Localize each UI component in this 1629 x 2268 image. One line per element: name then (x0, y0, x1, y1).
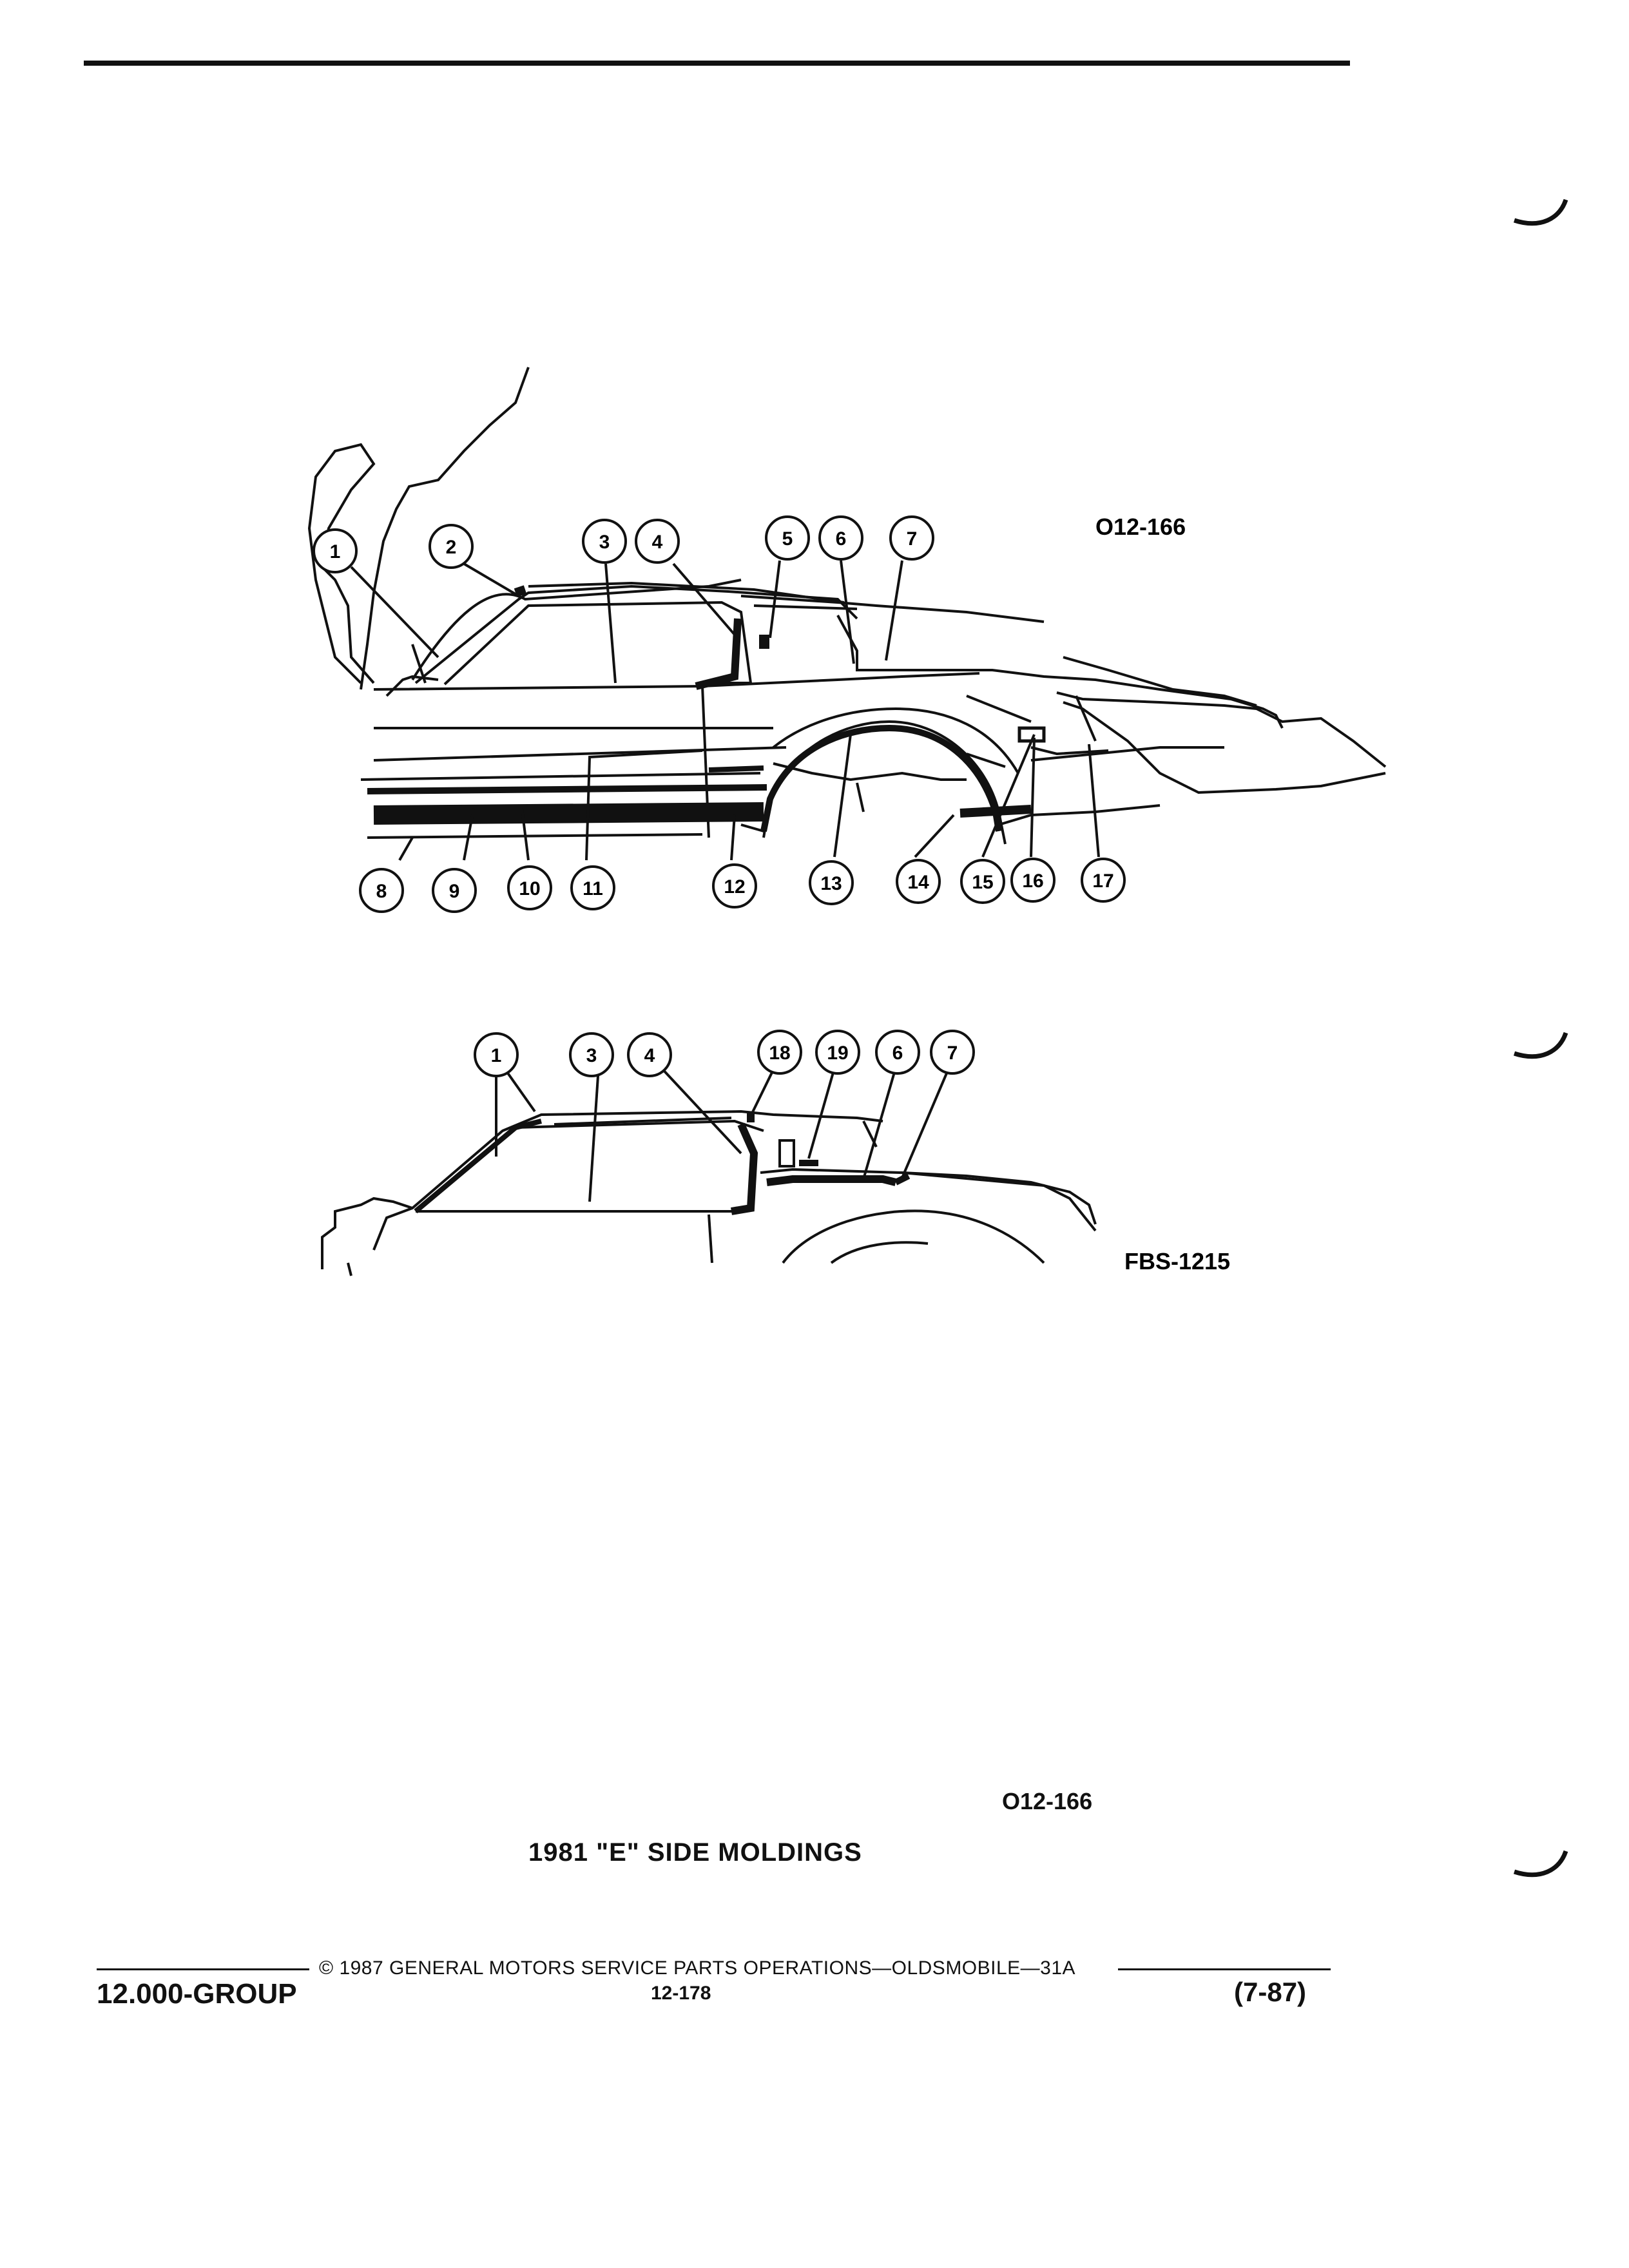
svg-text:19: 19 (827, 1043, 848, 1064)
svg-text:18: 18 (769, 1043, 790, 1064)
svg-text:1: 1 (330, 541, 341, 562)
svg-text:6: 6 (892, 1043, 903, 1064)
bottom-callout-1: 1 (474, 1032, 519, 1077)
bottom-callout-4: 4 (627, 1032, 672, 1077)
figure-caption: 1981 "E" SIDE MOLDINGS (528, 1838, 862, 1867)
bottom-molding-diagram: 1 3 4 18 19 6 7 FBS-1215 (321, 1030, 1230, 1276)
figure-code: O12-166 (1002, 1788, 1093, 1814)
car-body-outline (307, 367, 1387, 845)
top-molding-diagram: 1 2 3 4 5 6 7 8 9 10 11 12 13 14 15 16 1… (307, 367, 1387, 913)
svg-text:3: 3 (586, 1045, 597, 1066)
binder-mark (1513, 1032, 1568, 1059)
callout-12: 12 (712, 863, 757, 908)
callout-5: 5 (765, 515, 810, 561)
svg-text:6: 6 (836, 528, 847, 550)
svg-text:11: 11 (583, 878, 603, 899)
svg-text:4: 4 (652, 532, 663, 553)
bottom-callout-18: 18 (757, 1030, 802, 1075)
callout-1: 1 (313, 528, 358, 573)
callout-9: 9 (432, 868, 477, 913)
svg-text:7: 7 (907, 528, 918, 550)
footer-rule-right (1118, 1968, 1331, 1970)
callout-17: 17 (1081, 858, 1126, 903)
binder-mark (1513, 198, 1568, 226)
bottom-car-outline (321, 1110, 1097, 1276)
svg-text:4: 4 (644, 1045, 655, 1066)
svg-text:3: 3 (599, 532, 610, 553)
svg-text:15: 15 (972, 872, 993, 893)
callout-3: 3 (582, 519, 627, 564)
callout-10: 10 (507, 865, 552, 910)
binder-mark (1513, 1850, 1568, 1878)
svg-text:14: 14 (907, 872, 929, 893)
bottom-callouts: 1 3 4 18 19 6 7 (474, 1030, 975, 1077)
top-diagram-code: O12-166 (1095, 514, 1186, 540)
callout-14: 14 (896, 859, 941, 904)
bottom-molding-strips (414, 1113, 911, 1215)
callout-6: 6 (818, 515, 863, 561)
bottom-diagram-code: FBS-1215 (1124, 1248, 1230, 1274)
bottom-callout-3: 3 (569, 1032, 614, 1077)
page-number: 12-178 (651, 1983, 711, 2004)
svg-text:8: 8 (376, 881, 387, 902)
svg-text:2: 2 (446, 537, 457, 558)
top-leader-lines (350, 560, 1100, 861)
svg-text:5: 5 (782, 528, 793, 550)
svg-text:7: 7 (947, 1043, 958, 1064)
binder-marks (1513, 198, 1568, 1878)
svg-text:17: 17 (1092, 870, 1113, 892)
revision-date: (7-87) (1234, 1977, 1307, 2007)
bottom-callout-7: 7 (930, 1030, 975, 1075)
callout-16: 16 (1010, 858, 1055, 903)
footer-rule-left (97, 1968, 309, 1970)
bottom-callout-6: 6 (875, 1030, 920, 1075)
svg-text:12: 12 (724, 876, 745, 898)
header-rule (84, 61, 1350, 66)
callout-2: 2 (429, 524, 474, 569)
callout-7: 7 (889, 515, 934, 561)
svg-text:9: 9 (449, 881, 460, 902)
molding-strips (367, 585, 1097, 832)
bottom-callout-19: 19 (815, 1030, 860, 1075)
svg-text:10: 10 (519, 878, 540, 899)
callout-11: 11 (570, 865, 615, 910)
callout-13: 13 (809, 860, 854, 905)
callout-15: 15 (960, 859, 1005, 904)
svg-text:13: 13 (820, 873, 842, 894)
callout-4: 4 (635, 519, 680, 564)
svg-text:16: 16 (1022, 870, 1043, 892)
top-callouts: 1 2 3 4 5 6 7 8 9 10 11 12 13 14 15 16 1… (313, 515, 1126, 913)
footer-copyright: © 1987 GENERAL MOTORS SERVICE PARTS OPER… (319, 1957, 1076, 1979)
callout-8: 8 (359, 868, 404, 913)
svg-text:1: 1 (491, 1045, 502, 1066)
footer-group: 12.000-GROUP (97, 1978, 297, 2010)
